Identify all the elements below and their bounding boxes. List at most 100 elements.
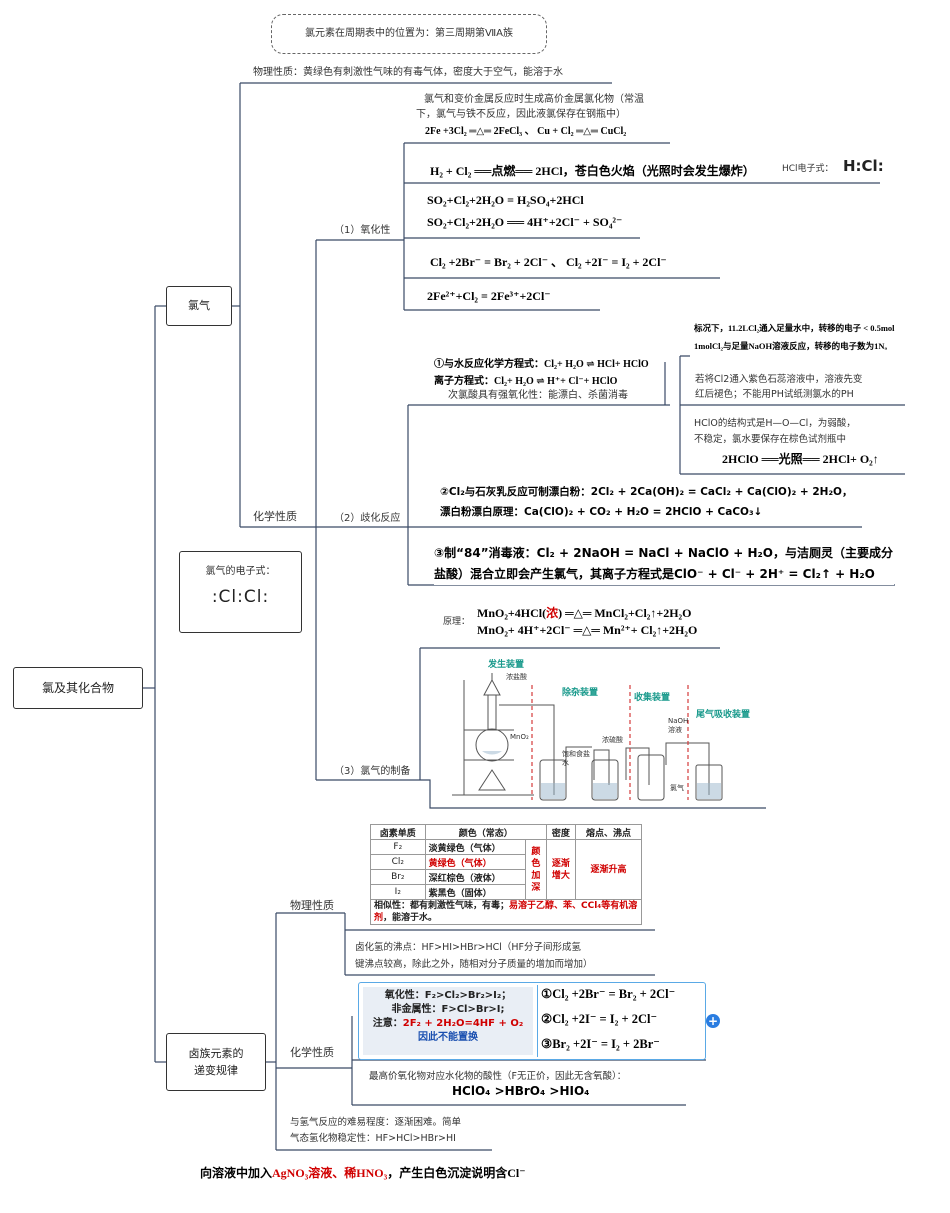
td-f2-color: 淡黄绿色（气体） [424,839,526,855]
eq-fe-cu: 2Fe +3Cl₂ ═△═ 2FeCl₃ 、 Cu + Cl₂ ═△═ CuCl… [425,126,627,137]
bleach-2: 漂白粉漂白原理：Ca(ClO)₂ + CO₂ + H₂O = 2HClO + C… [440,506,763,518]
th-mp: 熔点、沸点 [574,824,643,840]
td-color-trend: 颜色加深 [524,839,547,900]
note-red: 2F₂ + 2H₂O=4HF + O₂ [402,1018,524,1029]
oxidizing-label: （1）氧化性 [334,225,391,236]
bottom-a: 向溶液中加入 [200,1166,273,1180]
prep-eq-1-b: ) ═△═ MnCl₂+Cl₂↑+2H₂O [558,606,692,620]
th-color: 颜色（常态） [424,824,547,840]
electron-note-1: 标况下，11.2LCl₂通入足量水中，转移的电子 < 0.5mol [694,323,895,333]
bleach-1: ②Cl₂与石灰乳反应可制漂白粉：2Cl₂ + 2Ca(OH)₂ = CaCl₂ … [440,486,853,498]
similarity-b: 易溶于乙醇、苯、CCl₄等有机溶剂 [374,901,638,923]
hclo-struct-2: 不稳定，氯水要保存在棕色试剂瓶中 [694,434,847,445]
label-collect: 收集装置 [634,693,671,703]
halogen-node[interactable]: 卤族元素的 递变规律 [166,1033,266,1091]
top-note: 氯元素在周期表中的位置为：第三周期第ⅦA族 [271,14,547,54]
hydride-stability: 气态氢化物稳定性：HF>HCl>HBr>HI [290,1133,456,1144]
root-node[interactable]: 氯及其化合物 [13,667,143,709]
td-br2-color: 深红棕色（液体） [424,869,526,885]
halogen-table: 卤素单质 颜色（常态） 密度 熔点、沸点 F₂ 淡黄绿色（气体） 颜色加深 逐渐… [370,824,643,925]
note-blue: 因此不能置换 [418,1032,478,1043]
displace-2: ②Cl₂ +2I⁻ = I₂ + 2Cl⁻ [541,1012,658,1026]
h2-reaction: 与氢气反应的难易程度：逐渐困难。简单 [290,1117,462,1128]
chlorine-node[interactable]: 氯气 [166,286,232,326]
hclo-decomp: 2HClO ══光照══ 2HCl+ O₂↑ [722,452,879,466]
halogen-physical-label: 物理性质 [290,899,334,912]
label-conc-hcl: 浓盐酸 [506,673,527,681]
principle-label: 原理： [443,617,471,627]
displacement-divider [537,985,538,1057]
bottom-note: 向溶液中加入AgNO₃溶液、稀HNO₃，产生白色沉淀说明含Cl⁻ [200,1164,526,1181]
eq-so2-2: SO₂+Cl₂+2H₂O ══ 4H⁺+2Cl⁻ + SO₄²⁻ [427,215,623,229]
top-note-text: 氯元素在周期表中的位置为：第三周期第ⅦA族 [304,28,514,39]
label-brine: 饱和食盐水 [562,750,590,767]
hclo-struct-1: HClO的结构式是H—O—Cl，为弱酸， [694,418,856,429]
label-mno2: MnO₂ [510,733,529,741]
metal-note-2: 下，氯气与铁不反应，因此液氯保存在钢瓶中） [416,109,626,120]
displace-1: ①Cl₂ +2Br⁻ = Br₂ + 2Cl⁻ [541,987,676,1001]
td-mp-trend: 逐渐升高 [574,839,643,900]
electron-note-2: 1molCl₂与足量NaOH溶液反应，转移的电子数为1Nₐ [694,341,887,351]
halogen-chemical-label: 化学性质 [290,1046,334,1059]
eq-fe2: 2Fe²⁺+Cl₂ = 2Fe³⁺+2Cl⁻ [427,289,551,303]
electron-note-box: 标况下，11.2LCl₂通入足量水中，转移的电子 < 0.5mol 1molCl… [690,321,930,357]
td-i2: I₂ [370,884,426,900]
hx-bp-2: 键沸点较高，除此之外，随相对分子质量的增加而增加） [355,959,593,970]
halogen-label-1: 卤族元素的 [188,1047,244,1060]
eq-br-i: Cl₂ +2Br⁻ = Br₂ + 2Cl⁻ 、 Cl₂ +2I⁻ = I₂ +… [430,255,667,269]
electron-formula-label: 氯气的电子式： [205,566,276,577]
oxidizing-order-block: 氧化性：F₂>Cl₂>Br₂>I₂； 非金属性：F>Cl>Br>I; 注意：2F… [363,987,533,1055]
chemical-label: 化学性质 [253,510,297,523]
th-element: 卤素单质 [370,824,426,840]
label-naoh: NaOH溶液 [668,717,689,734]
similarity-c: ，能溶于水。 [383,913,438,923]
prep-eq-1: MnO₂+4HCl(浓) ═△═ MnCl₂+Cl₂↑+2H₂O [477,604,692,621]
prep-eq-1-conc: 浓 [546,606,559,620]
chlorine-label: 氯气 [188,299,210,312]
td-cl2-color: 黄绿色（气体） [424,854,526,870]
td-f2: F₂ [370,839,426,855]
displacement-box[interactable]: 氧化性：F₂>Cl₂>Br₂>I₂； 非金属性：F>Cl>Br>I; 注意：2F… [358,982,706,1060]
nonmetal-order: 非金属性：F>Cl>Br>I; [391,1004,505,1015]
similarity-a: 相似性：都有刺激性气味，有毒； [374,901,510,911]
disproportionation-label: （2）歧化反应 [334,513,401,524]
prep-label: （3）氯气的制备 [334,766,411,777]
hcl-electron-label: HCl电子式： [782,164,834,174]
hx-bp-1: 卤化氢的沸点：HF>HI>HBr>HCl（HF分子间形成氢 [355,942,582,953]
metal-note-1: 氯气和变价金属反应时生成高价金属氯化物（常温 [424,94,644,105]
naclo-box: ③制“84”消毒液：Cl₂ + 2NaOH = NaCl + NaClO + H… [434,543,894,585]
label-h2so4: 浓硫酸 [602,736,623,744]
td-i2-color: 紫黑色（固体） [424,884,526,900]
acid-order: HClO₄ >HBrO₄ >HIO₄ [452,1084,590,1098]
chlorine-physical: 物理性质：黄绿色有刺激性气味的有毒气体，密度大于空气，能溶于水 [253,67,563,78]
eq-so2-1: SO₂+Cl₂+2H₂O = H₂SO₄+2HCl [427,193,584,207]
electron-formula-node[interactable]: 氯气的电子式： :Cl:Cl: [179,551,302,633]
eq-h2-cl2: H₂ + Cl₂ ══点燃══ 2HCl，苍白色火焰（光照时会发生爆炸） [430,164,755,178]
hclo-note: 次氯酸具有强氧化性：能漂白、杀菌消毒 [448,390,628,401]
prep-eq-1-a: MnO₂+4HCl( [477,606,547,620]
cl2-electron-formula: :Cl:Cl: [211,587,270,607]
water-eq: ①与水反应化学方程式：Cl₂+ H₂O ⇌ HCl+ HClO [434,359,649,370]
note-line: 注意：2F₂ + 2H₂O=4HF + O₂ [363,1017,533,1031]
bottom-red: AgNO₃溶液、稀HNO₃ [272,1166,388,1180]
halogen-label-2: 递变规律 [194,1064,238,1077]
label-cl2: 氯气 [670,784,684,792]
naclo-1: ③制“84”消毒液：Cl₂ + 2NaOH = NaCl + NaClO + H… [434,546,894,560]
td-br2: Br₂ [370,869,426,885]
td-density-trend: 逐渐增大 [545,839,576,900]
apparatus-svg [452,673,723,801]
hcl-electron-formula: H:Cl: [843,157,884,175]
label-tail: 尾气吸收装置 [696,710,751,720]
halogen-table-box: 卤素单质 颜色（常态） 密度 熔点、沸点 F₂ 淡黄绿色（气体） 颜色加深 逐渐… [370,824,644,926]
naclo-2: 盐酸）混合立即会产生氯气，其离子方程式是ClO⁻ + Cl⁻ + 2H⁺ = C… [434,567,875,581]
root-label: 氯及其化合物 [41,681,114,695]
prep-eq-2: MnO₂+ 4H⁺+2Cl⁻ ═△═ Mn²⁺+ Cl₂↑+2H₂O [477,623,698,637]
label-purify: 除杂装置 [562,688,599,698]
litmus-note-2: 红后褪色；不能用PH试纸测氯水的PH [695,389,854,400]
displace-3: ③Br₂ +2I⁻ = I₂ + 2Br⁻ [541,1037,660,1051]
oxidizing-order: 氧化性：F₂>Cl₂>Br₂>I₂； [384,990,512,1001]
add-icon[interactable]: + [706,1014,720,1028]
td-cl2: Cl₂ [370,854,426,870]
label-gen: 发生装置 [488,660,525,670]
litmus-note-1: 若将Cl2通入紫色石蕊溶液中，溶液先变 [695,374,863,385]
